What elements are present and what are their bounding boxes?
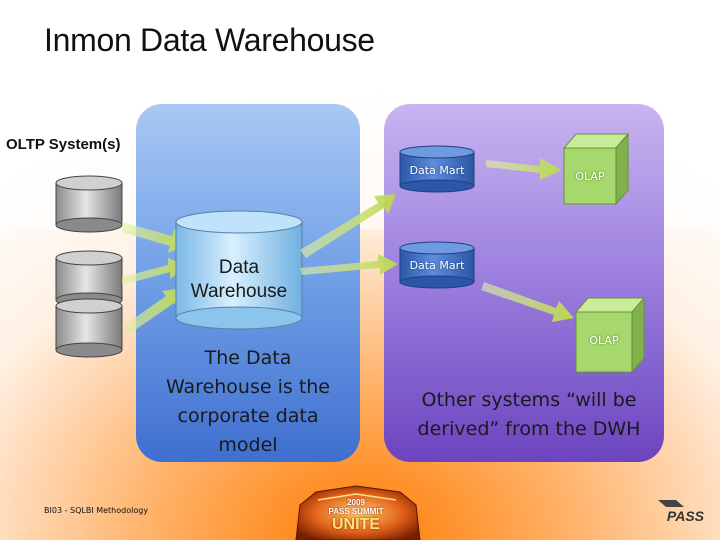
arrow-datamart2-to-olap (481, 282, 574, 322)
footer-session-label: BI03 - SQLBI Methodology (44, 506, 149, 515)
slide-title: Inmon Data Warehouse (44, 22, 375, 58)
oltp-systems-label: OLTP System(s) (6, 136, 121, 153)
olap-cube-icon-2 (574, 296, 646, 374)
arrow-dwh-to-datamart-2 (300, 254, 398, 275)
arrow-oltp2-to-dwh (122, 258, 188, 285)
data-mart-icon-2 (399, 241, 475, 289)
arrow-oltp3-to-dwh (122, 288, 184, 335)
arrow-dwh-to-datamart-1 (300, 194, 396, 258)
olap-cube-icon-1 (562, 132, 630, 206)
summit-tag: UNITE (332, 516, 380, 533)
oltp-database-icon-1 (55, 175, 123, 233)
olap-label-1: OLAP (575, 170, 605, 183)
pass-logo-mark (658, 500, 684, 507)
dwh-caption: The Data Warehouse is the corporate data… (165, 347, 331, 456)
oltp-database-icon-3 (55, 298, 123, 358)
data-mart-label-1: Data Mart (409, 164, 465, 177)
data-mart-label-2: Data Mart (409, 259, 465, 272)
arrow-oltp1-to-dwh (122, 222, 190, 253)
summit-year: 2009 (347, 498, 365, 507)
data-mart-icon-1 (399, 145, 475, 193)
summit-name: PASS SUMMIT (328, 507, 384, 516)
derived-systems-caption: Other systems “will be derived” from the… (417, 389, 641, 440)
olap-label-2: OLAP (589, 334, 619, 347)
data-warehouse-label: Data Warehouse (190, 257, 288, 302)
pass-summit-2009-logo (295, 485, 421, 540)
summit-logo-text: 2009 PASS SUMMIT UNITE (296, 498, 416, 534)
arrow-datamart1-to-olap (486, 158, 562, 180)
pass-logo: PASS (666, 508, 704, 524)
data-warehouse-database-icon (175, 210, 303, 330)
